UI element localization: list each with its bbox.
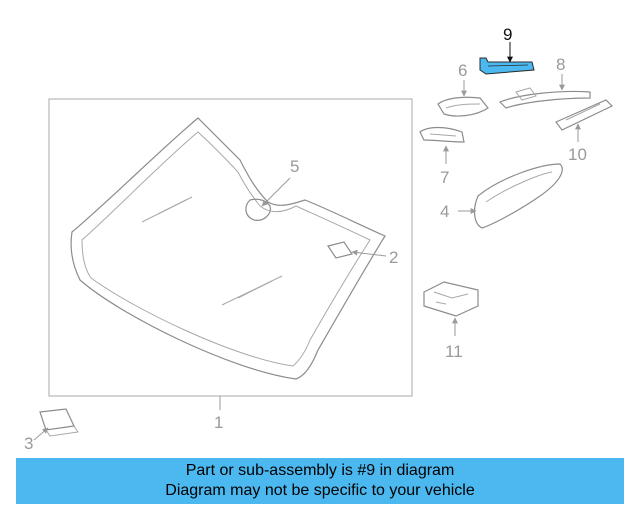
callout-11[interactable]: 11 bbox=[445, 342, 463, 361]
overhead-console[interactable] bbox=[423, 281, 479, 317]
callout-6[interactable]: 6 bbox=[458, 61, 467, 80]
callout-10[interactable]: 10 bbox=[568, 145, 587, 164]
callout-5[interactable]: 5 bbox=[290, 157, 299, 176]
callout-4[interactable]: 4 bbox=[440, 202, 449, 221]
banner-line-2: Diagram may not be specific to your vehi… bbox=[165, 482, 475, 499]
clip-part[interactable] bbox=[39, 408, 79, 437]
sensor-cover[interactable] bbox=[437, 96, 489, 117]
trim-strip[interactable] bbox=[555, 99, 614, 131]
callout-8[interactable]: 8 bbox=[556, 55, 565, 74]
rain-sensor[interactable] bbox=[245, 198, 271, 221]
windshield-frame bbox=[48, 98, 413, 397]
info-banner: Part or sub-assembly is #9 in diagram Di… bbox=[16, 458, 624, 504]
overhead-cover-highlighted[interactable] bbox=[479, 57, 535, 75]
windshield-label[interactable] bbox=[327, 241, 353, 259]
mirror-bracket[interactable] bbox=[419, 126, 465, 143]
windshield-glass[interactable] bbox=[70, 117, 386, 380]
rearview-mirror[interactable] bbox=[473, 163, 563, 229]
callout-1[interactable]: 1 bbox=[214, 413, 223, 432]
callout-7[interactable]: 7 bbox=[440, 168, 449, 187]
callout-3[interactable]: 3 bbox=[24, 434, 33, 453]
wiring-harness[interactable] bbox=[498, 87, 591, 109]
banner-line-1: Part or sub-assembly is #9 in diagram bbox=[185, 462, 455, 479]
callout-2[interactable]: 2 bbox=[389, 248, 398, 267]
callout-9[interactable]: 9 bbox=[503, 25, 512, 44]
